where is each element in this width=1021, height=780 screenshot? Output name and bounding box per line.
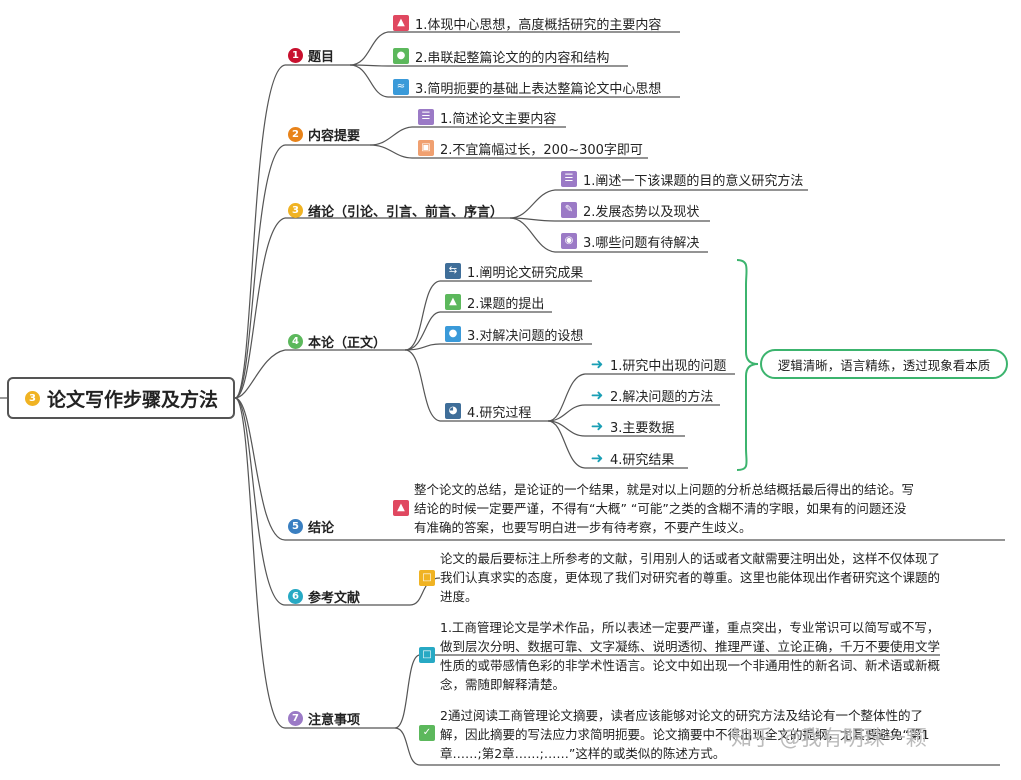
arrow-right-icon: ➜ [590,448,604,467]
leaf-node[interactable]: ◕ 4.研究过程 [445,400,531,422]
root-node[interactable]: 3 论文写作步骤及方法 [7,377,235,419]
notes-paragraph-2: 2通过阅读工商管理论文摘要，读者应该能够对论文的研究方法及结论有一个整体性的了解… [440,708,930,761]
branch-label: 注意事项 [308,712,361,728]
arrow-right-icon: ➜ [590,416,604,435]
leaf-label: 2.串联起整篇论文的的内容和结构 [415,50,610,66]
conclusion-paragraph: 整个论文的总结，是论证的一个结果，就是对以上问题的分析总结概括最后得出的结论。写… [414,482,915,535]
leaf-node[interactable]: ▲ 1.体现中心思想，高度概括研究的主要内容 [393,12,661,34]
leaf-label: 4.研究过程 [467,405,532,421]
branch-label: 绪论（引论、引言、前言、序言） [308,204,504,220]
leaf-node[interactable]: ● 2.串联起整篇论文的的内容和结构 [393,45,609,67]
watermark: 知乎 @我有明珠一颗 [731,726,927,750]
branch-label: 本论（正文） [308,335,387,351]
leaf-node[interactable]: ☰ 1.阐述一下该课题的目的意义研究方法 [561,168,803,190]
branch-number-badge: 5 [288,518,303,534]
branch-number-badge: 7 [288,710,303,726]
branch-label: 参考文献 [308,590,361,606]
branch-label: 内容提要 [308,128,361,144]
list-icon: ☰ [418,109,434,125]
leaf-node[interactable]: ➜ 3.主要数据 [590,415,675,437]
leaf-label: 3.简明扼要的基础上表达整篇论文中心思想 [415,81,662,97]
branch-number-badge: 4 [288,333,303,349]
branch-number-badge: 6 [288,588,303,604]
branch-references[interactable]: 6 参考文献 [288,586,360,606]
handshake-icon: ⇆ [445,263,461,279]
branch-label: 题目 [308,49,335,65]
branch-main-body[interactable]: 4 本论（正文） [288,331,386,351]
leaf-node[interactable]: ✎ 2.发展态势以及现状 [561,199,699,221]
rocket-icon: ▲ [445,294,461,310]
leaf-label: 2.课题的提出 [467,296,545,312]
arrow-right-icon: ➜ [590,385,604,404]
leaf-label: 3.哪些问题有待解决 [583,235,700,251]
leaf-label: 2.发展态势以及现状 [583,204,700,220]
branch-number-badge: 1 [288,47,303,63]
thumbs-up-icon: ▲ [393,15,409,31]
folder-icon: □ [419,570,435,586]
pie-chart-icon: ◕ [445,403,461,419]
branch-number-badge: 3 [288,202,303,218]
people-icon: ● [445,326,461,342]
leaf-label: 1.体现中心思想，高度概括研究的主要内容 [415,17,662,33]
root-title: 论文写作步骤及方法 [47,388,219,411]
branch-introduction[interactable]: 3 绪论（引论、引言、前言、序言） [288,200,503,220]
leaf-label: 1.简述论文主要内容 [440,111,557,127]
leaf-node[interactable]: ☰ 1.简述论文主要内容 [418,106,556,128]
leaf-node[interactable]: ➜ 4.研究结果 [590,447,675,469]
list-icon: ☰ [561,171,577,187]
branch-notes[interactable]: 7 注意事项 [288,708,360,728]
leaf-node[interactable]: ● 3.对解决问题的设想 [445,323,583,345]
leaf-label: 1.阐明论文研究成果 [467,265,584,281]
square-icon: □ [419,647,435,663]
leaf-node[interactable]: ⇆ 1.阐明论文研究成果 [445,260,583,282]
branch-number-badge: 2 [288,126,303,142]
thumbs-up-icon: ▲ [393,500,409,516]
leaf-label: 1.研究中出现的问题 [610,358,727,374]
leaf-label: 1.阐述一下该课题的目的意义研究方法 [583,173,804,189]
globe-icon: ● [393,48,409,64]
branch-summary[interactable]: 2 内容提要 [288,124,360,144]
check-icon: ✓ [419,725,435,741]
leaf-node[interactable]: ≈ 3.简明扼要的基础上表达整篇论文中心思想 [393,76,661,98]
arrow-right-icon: ➜ [590,354,604,373]
leaf-label: 2.不宜篇幅过长，200~300字即可 [440,142,643,158]
leaf-node[interactable]: ➜ 1.研究中出现的问题 [590,353,727,375]
notes-paragraph-1: 1.工商管理论文是学术作品，所以表述一定要严谨，重点突出，专业常识可以简写或不写… [440,620,941,692]
summary-bracket [736,259,759,471]
cake-icon: ◉ [561,233,577,249]
summary-callout[interactable]: 逻辑清晰，语言精练，透过现象看本质 [760,349,1008,379]
root-number-badge: 3 [25,390,40,406]
leaf-label: 3.对解决问题的设想 [467,328,584,344]
factory-icon: ▣ [418,140,434,156]
branch-title[interactable]: 1 题目 [288,45,334,65]
leaf-label: 4.研究结果 [610,452,675,468]
leaf-label: 3.主要数据 [610,420,675,436]
leaf-node[interactable]: ▣ 2.不宜篇幅过长，200~300字即可 [418,137,643,159]
leaf-label: 2.解决问题的方法 [610,389,714,405]
chart-line-icon: ≈ [393,79,409,95]
leaf-node[interactable]: ▲ 2.课题的提出 [445,291,544,313]
leaf-node[interactable]: ◉ 3.哪些问题有待解决 [561,230,699,252]
branch-label: 结论 [308,520,335,536]
references-paragraph: 论文的最后要标注上所参考的文献，引用别人的话或者文献需要注明出处，这样不仅体现了… [440,551,941,604]
pencil-icon: ✎ [561,202,577,218]
branch-conclusion[interactable]: 5 结论 [288,516,334,536]
leaf-node[interactable]: ➜ 2.解决问题的方法 [590,384,714,406]
